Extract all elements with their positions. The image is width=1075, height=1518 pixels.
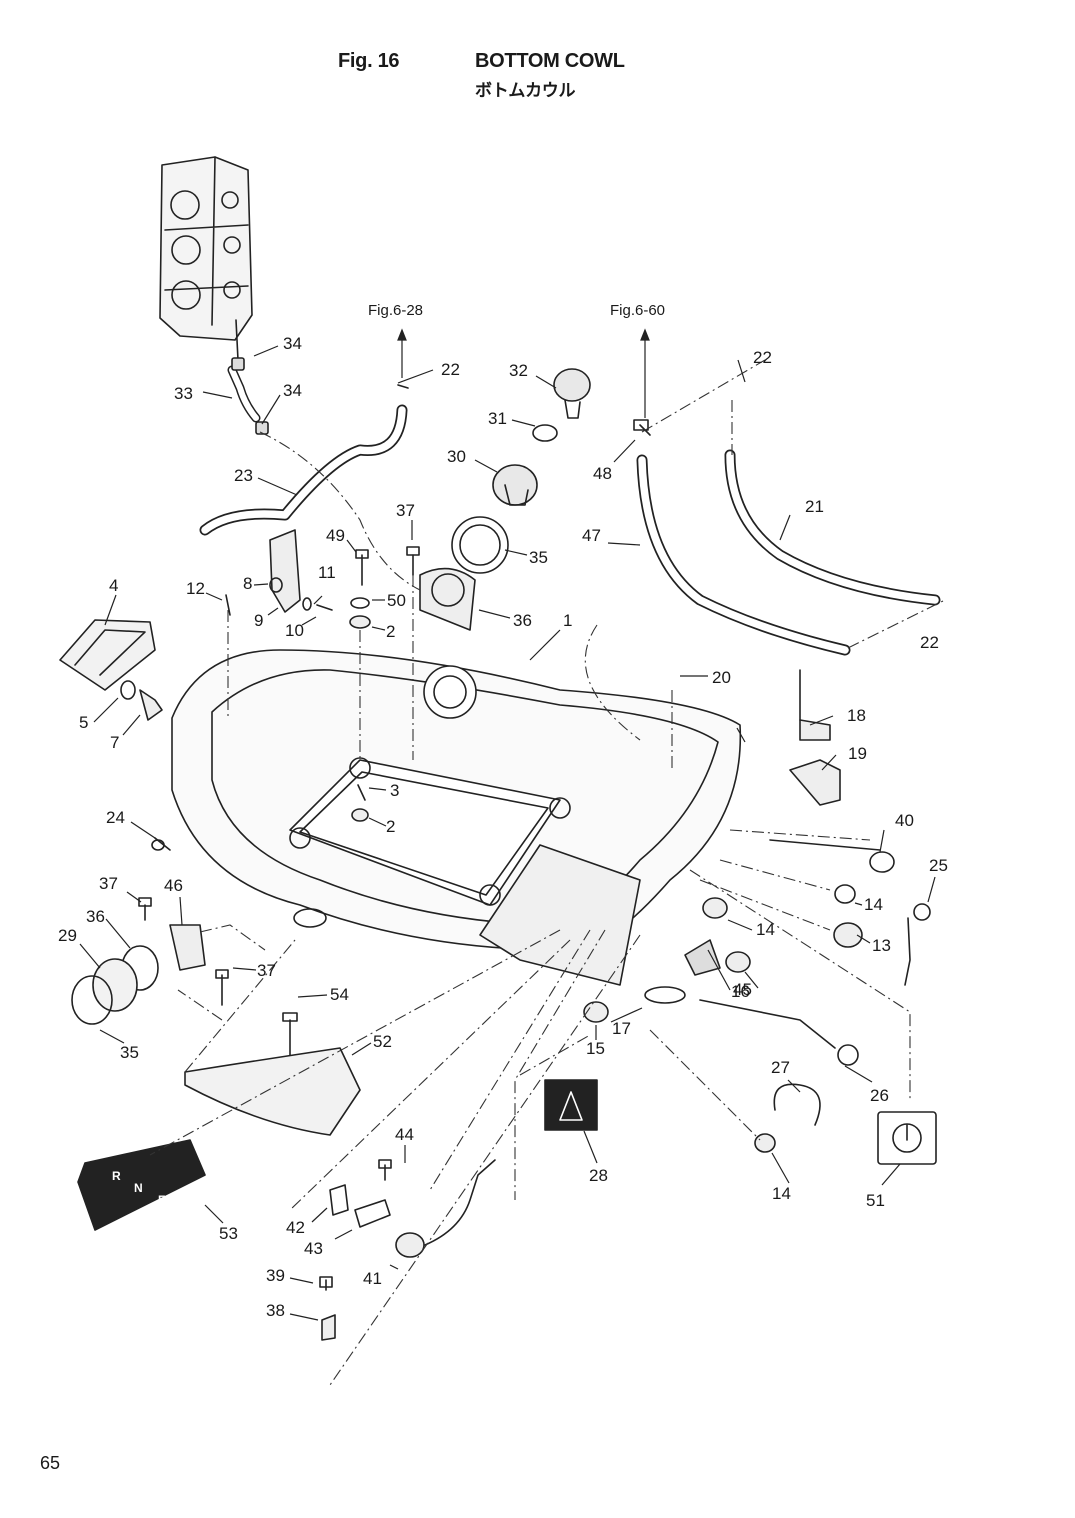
callout-41: 41 (363, 1269, 382, 1288)
callout-30: 30 (447, 447, 466, 466)
callout-11: 11 (318, 563, 336, 582)
callout-14: 14 (772, 1184, 791, 1203)
callout-53: 53 (219, 1224, 238, 1243)
callout-17: 17 (612, 1019, 631, 1038)
callout-2: 2 (386, 622, 395, 641)
callout-31: 31 (488, 409, 507, 428)
callout-10: 10 (285, 621, 304, 640)
callout-7: 7 (110, 733, 119, 752)
callout-36: 36 (86, 907, 105, 926)
callout-2: 2 (386, 817, 395, 836)
callout-43: 43 (304, 1239, 323, 1258)
page-title: BOTTOM COWL (475, 50, 625, 72)
callout-4: 4 (109, 576, 118, 595)
callout-14: 14 (864, 895, 883, 914)
callout-42: 42 (286, 1218, 305, 1237)
callout-29: 29 (58, 926, 77, 945)
bottom-cowl-body (171, 649, 742, 986)
callout-33: 33 (174, 384, 193, 403)
callout-40: 40 (895, 811, 914, 830)
callout-35: 35 (529, 548, 548, 567)
callout-37: 37 (396, 501, 415, 520)
callout-25: 25 (929, 856, 948, 875)
callout-8: 8 (243, 574, 252, 593)
callout-28: 28 (589, 1166, 608, 1185)
callout-34: 34 (283, 381, 302, 400)
reference-fig-6-60: Fig.6-60 (610, 302, 665, 319)
callout-38: 38 (266, 1301, 285, 1320)
callout-23: 23 (234, 466, 253, 485)
callout-21: 21 (805, 497, 824, 516)
callout-14: 14 (756, 920, 775, 939)
callout-26: 26 (870, 1086, 889, 1105)
callout-3: 3 (390, 781, 399, 800)
page-number: 65 (40, 1453, 61, 1473)
callout-24: 24 (106, 808, 125, 827)
callout-51: 51 (866, 1191, 885, 1210)
callout-54: 54 (330, 985, 349, 1004)
callout-12: 12 (186, 579, 205, 598)
callout-22: 22 (920, 633, 939, 652)
page-title-japanese: ボトムカウル (475, 81, 576, 101)
callout-46: 46 (164, 876, 183, 895)
callout-36: 36 (513, 611, 532, 630)
callout-9: 9 (254, 611, 263, 630)
callout-45: 45 (733, 980, 752, 999)
callout-layer: 1223457891011121314141415161718192021222… (58, 334, 948, 1320)
figure-number: Fig. 16 (338, 50, 400, 72)
callout-22: 22 (753, 348, 772, 367)
shift-label-f: F (158, 1193, 165, 1207)
callout-1: 1 (563, 611, 572, 630)
callout-16: 16 (731, 982, 750, 1001)
callout-5: 5 (79, 713, 88, 732)
callout-15: 15 (586, 1039, 605, 1058)
callout-18: 18 (847, 706, 866, 725)
callout-19: 19 (848, 744, 867, 763)
callout-22: 22 (441, 360, 460, 379)
shift-label-n: N (134, 1181, 143, 1195)
callout-35: 35 (120, 1043, 139, 1062)
engine-block-illustration (159, 156, 253, 361)
callout-49: 49 (326, 526, 345, 545)
callout-27: 27 (771, 1058, 790, 1077)
reference-fig-6-28: Fig.6-28 (368, 302, 423, 319)
callout-20: 20 (712, 668, 731, 687)
callout-39: 39 (266, 1266, 285, 1285)
callout-37: 37 (257, 961, 276, 980)
callout-32: 32 (509, 361, 528, 380)
shift-label-r: R (112, 1169, 121, 1183)
callout-37: 37 (99, 874, 118, 893)
callout-13: 13 (872, 936, 891, 955)
callout-44: 44 (395, 1125, 414, 1144)
callout-34: 34 (283, 334, 302, 353)
callout-48: 48 (593, 464, 612, 483)
callout-50: 50 (387, 591, 406, 610)
callout-47: 47 (582, 526, 601, 545)
callout-52: 52 (373, 1032, 392, 1051)
